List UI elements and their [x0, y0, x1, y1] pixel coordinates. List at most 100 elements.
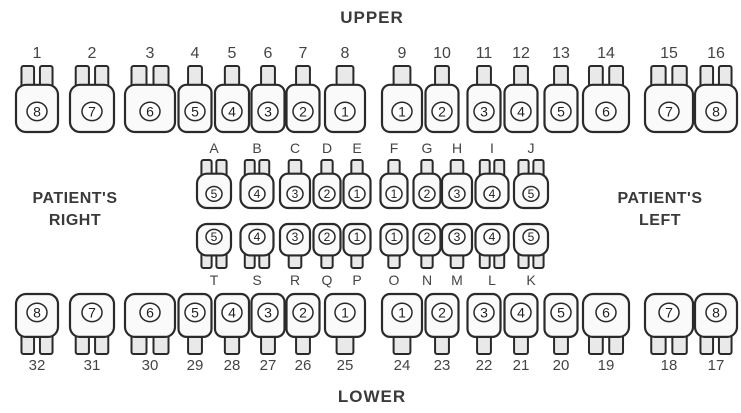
tooth-mark-text: 6: [602, 103, 610, 119]
tooth-number-upper: 1: [33, 45, 42, 62]
primary-lower-tooth: 3: [280, 224, 310, 268]
tooth-mark-text: 5: [191, 103, 199, 119]
permanent-upper-tooth: 5: [179, 66, 212, 132]
tooth-number-lower: 29: [187, 357, 204, 374]
tooth-mark-text: 4: [517, 103, 525, 119]
tooth-mark-text: 1: [341, 304, 349, 320]
tooth-mark-text: 3: [480, 103, 488, 119]
tooth-number-lower: 22: [476, 357, 493, 374]
permanent-lower-tooth: 5: [545, 294, 578, 354]
tooth-letter-upper: B: [252, 140, 261, 156]
tooth-mark-text: 2: [324, 187, 331, 201]
tooth-mark-text: 4: [517, 304, 525, 320]
tooth-letter-lower: L: [488, 272, 496, 288]
permanent-upper-tooth: 8: [16, 66, 58, 132]
tooth-number-upper: 15: [660, 45, 678, 62]
tooth-mark-text: 5: [211, 230, 218, 244]
tooth-mark-text: 6: [146, 304, 154, 320]
tooth-letter-lower: M: [451, 272, 463, 288]
tooth-mark-text: 4: [254, 187, 261, 201]
tooth-mark-text: 5: [191, 304, 199, 320]
tooth-number-upper: 5: [228, 45, 237, 62]
tooth-mark-text: 4: [228, 103, 236, 119]
tooth-mark-text: 6: [602, 304, 610, 320]
tooth-mark-text: 3: [454, 187, 461, 201]
tooth-mark-text: 2: [299, 304, 307, 320]
permanent-lower-tooth: 3: [468, 294, 501, 354]
tooth-letter-lower: R: [290, 272, 300, 288]
permanent-lower-tooth: 7: [70, 294, 114, 354]
tooth-number-upper: 9: [398, 45, 407, 62]
tooth-mark-text: 4: [254, 230, 261, 244]
primary-lower-tooth: 1: [381, 224, 408, 268]
permanent-upper-tooth: 2: [426, 66, 459, 132]
permanent-upper-tooth: 3: [252, 66, 285, 132]
tooth-mark-text: 2: [424, 230, 431, 244]
permanent-lower-tooth: 4: [215, 294, 249, 354]
tooth-mark-text: 1: [398, 103, 406, 119]
tooth-mark-text: 4: [228, 304, 236, 320]
tooth-mark-text: 3: [454, 230, 461, 244]
tooth-letter-upper: E: [352, 140, 361, 156]
tooth-mark-text: 8: [712, 304, 720, 320]
tooth-number-upper: 13: [552, 45, 570, 62]
tooth-letter-upper: F: [390, 140, 399, 156]
tooth-mark-text: 8: [712, 103, 720, 119]
tooth-letter-upper: A: [209, 140, 219, 156]
tooth-number-upper: 2: [88, 45, 97, 62]
permanent-lower-tooth: 6: [583, 294, 629, 354]
permanent-lower-tooth: 5: [179, 294, 212, 354]
tooth-letter-lower: N: [422, 272, 432, 288]
permanent-lower-tooth: 3: [252, 294, 285, 354]
primary-upper-tooth: 1: [344, 160, 371, 208]
primary-upper-tooth: 3: [442, 160, 472, 208]
tooth-letter-lower: K: [526, 272, 536, 288]
tooth-mark-text: 3: [292, 187, 299, 201]
primary-upper-tooth: 3: [280, 160, 310, 208]
tooth-mark-text: 1: [391, 230, 398, 244]
permanent-upper-tooth: 2: [287, 66, 320, 132]
tooth-number-lower: 26: [295, 357, 312, 374]
primary-lower-tooth: 1: [344, 224, 371, 268]
tooth-mark-text: 5: [528, 187, 535, 201]
tooth-number-lower: 31: [84, 357, 101, 374]
tooth-number-lower: 28: [224, 357, 241, 374]
tooth-mark-text: 8: [33, 304, 41, 320]
primary-lower-tooth: 2: [314, 224, 341, 268]
tooth-letter-upper: H: [452, 140, 462, 156]
tooth-number-upper: 10: [433, 45, 451, 62]
permanent-lower-tooth: 2: [426, 294, 459, 354]
tooth-letter-upper: J: [528, 140, 535, 156]
primary-lower-tooth: 4: [241, 224, 274, 268]
permanent-upper-tooth: 8: [695, 66, 737, 132]
tooth-mark-text: 2: [438, 103, 446, 119]
tooth-mark-text: 1: [391, 187, 398, 201]
primary-upper-tooth: 4: [241, 160, 274, 208]
tooth-letter-upper: D: [322, 140, 332, 156]
tooth-letter-upper: I: [490, 140, 494, 156]
primary-upper-tooth: 5: [197, 160, 231, 208]
tooth-number-upper: 8: [341, 45, 350, 62]
tooth-letter-lower: S: [252, 272, 261, 288]
tooth-number-upper: 16: [707, 45, 725, 62]
tooth-mark-text: 4: [489, 187, 496, 201]
tooth-mark-text: 7: [665, 103, 673, 119]
tooth-number-lower: 18: [661, 357, 678, 374]
primary-lower-tooth: 3: [442, 224, 472, 268]
primary-lower-tooth: 4: [476, 224, 509, 268]
primary-upper-tooth: 5: [514, 160, 548, 208]
permanent-lower-tooth: 8: [695, 294, 737, 354]
primary-lower-tooth: 2: [414, 224, 441, 268]
tooth-number-lower: 20: [553, 357, 570, 374]
tooth-number-lower: 25: [337, 357, 354, 374]
tooth-number-lower: 23: [434, 357, 451, 374]
primary-upper-tooth: 1: [381, 160, 408, 208]
tooth-mark-text: 5: [528, 230, 535, 244]
tooth-mark-text: 3: [264, 103, 272, 119]
permanent-lower-tooth: 1: [382, 294, 422, 354]
tooth-mark-text: 1: [354, 187, 361, 201]
tooth-mark-text: 7: [88, 304, 96, 320]
tooth-number-lower: 21: [513, 357, 530, 374]
tooth-mark-text: 8: [33, 103, 41, 119]
